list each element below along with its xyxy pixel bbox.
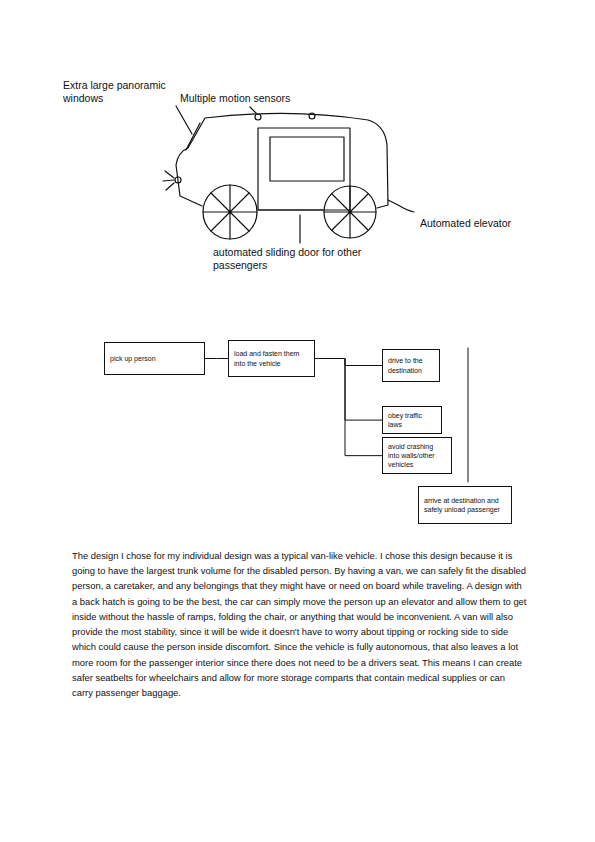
van-body [176,113,388,210]
connector-line [315,359,382,366]
body-paragraph: The design I chose for my individual des… [72,548,527,700]
flow-line [468,348,469,482]
process-box: pick up person [104,342,205,375]
process-box: avoid crashing into walls/other vehicles [382,437,452,474]
box-text: load and fasten them into the vehicle [234,349,309,367]
wheel-spokes [324,186,376,238]
box-text: pick up person [110,354,156,363]
process-box: obey traffic laws [382,406,442,434]
door-window [270,137,344,181]
connector-line [205,358,228,359]
headlight [175,177,181,183]
box-text: arrive at destination and safely unload … [424,496,506,514]
headlight-rays [163,171,174,190]
box-text: drive to the destination [388,356,434,374]
box-text: obey traffic laws [388,411,436,429]
box-text: avoid crashing into walls/other vehicles [388,442,446,469]
rear-wheel [324,186,376,238]
connector-line [315,359,382,421]
process-box: load and fasten them into the vehicle [228,340,315,377]
callout-label: Automated elevator [420,217,550,230]
callout-label: automated sliding door for other passeng… [213,246,398,272]
callout-label: Extra large panoramic windows [63,79,175,105]
process-box: arrive at destination and safely unload … [418,486,512,524]
leader-line [299,215,300,243]
callout-label: Multiple motion sensors [180,92,330,105]
leader-line [250,107,256,113]
motion-sensor [255,114,261,120]
leader-line [176,106,192,134]
connector-line [315,359,382,456]
motion-sensor [309,113,315,119]
elevator-ramp [388,200,414,212]
wheel-spokes [203,185,257,239]
front-wheel [203,185,257,239]
process-box: drive to the destination [382,349,440,382]
